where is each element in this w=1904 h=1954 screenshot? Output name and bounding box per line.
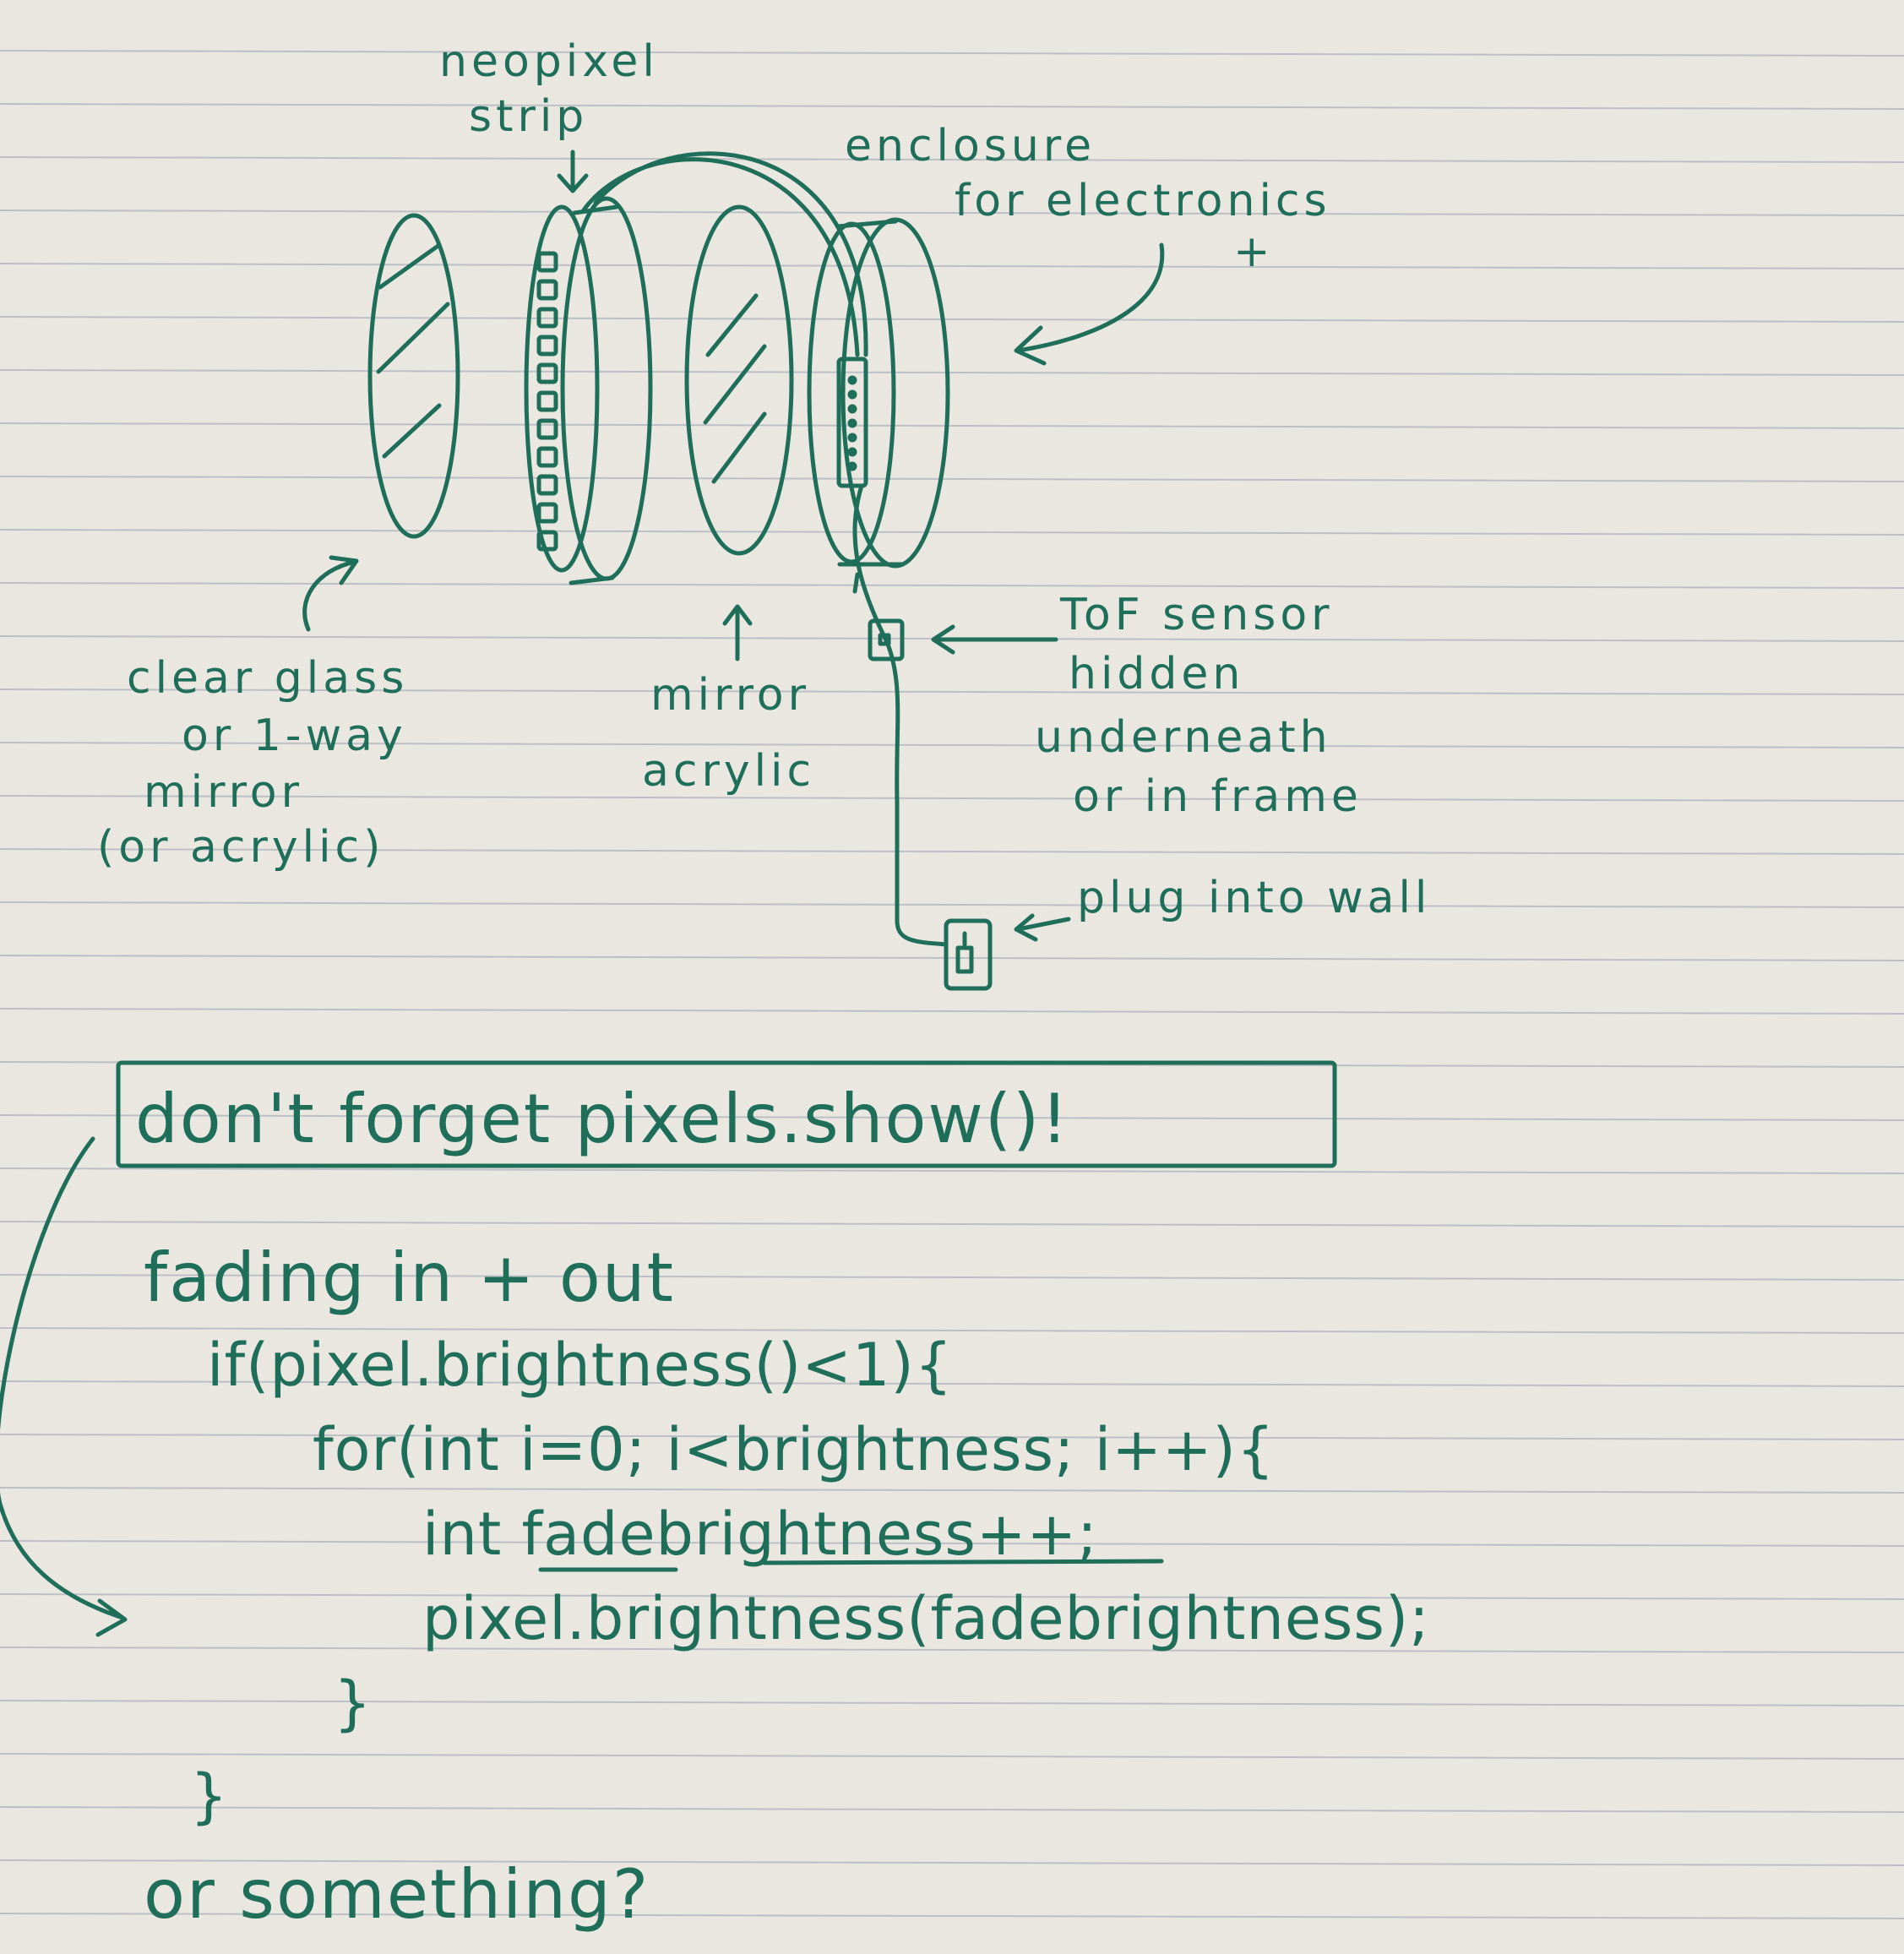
led-chip <box>536 530 558 552</box>
ruled-line <box>0 50 1904 57</box>
power-cable <box>852 483 949 947</box>
led-chip <box>536 362 558 384</box>
ruled-line <box>0 369 1904 376</box>
led-chip <box>536 502 558 524</box>
ruled-line <box>0 156 1904 163</box>
board-pins <box>847 375 857 471</box>
led-chip <box>536 446 558 468</box>
led-chip <box>536 474 558 496</box>
plus-sign: + <box>1233 226 1275 277</box>
led-chip <box>536 307 558 329</box>
reminder-link-arrow <box>0 1136 128 1637</box>
ruled-line <box>0 263 1904 269</box>
ruled-line <box>0 1540 1904 1547</box>
ruled-line <box>0 901 1904 908</box>
led-chip <box>536 418 558 440</box>
ruled-line <box>0 422 1904 429</box>
clear-glass-disk <box>367 213 460 539</box>
ruled-line <box>0 848 1904 855</box>
neopixel-ring <box>524 196 653 585</box>
ruled-line <box>0 795 1904 802</box>
code-line-close-outer: } <box>190 1761 229 1831</box>
code-line-int: int fadebrightness++; <box>422 1500 1098 1569</box>
ruled-line <box>0 1327 1904 1334</box>
code-line-close-inner: } <box>334 1668 373 1738</box>
tof-sensor <box>868 618 905 661</box>
clear-glass-pointer-arrow <box>302 555 359 632</box>
electronics-enclosure <box>807 217 950 594</box>
ruled-line <box>0 1434 1904 1440</box>
microcontroller-board <box>836 357 868 488</box>
ruled-line <box>0 1753 1904 1760</box>
ruled-line <box>0 103 1904 110</box>
ruled-line <box>0 316 1904 323</box>
neopixel-strip-label: neopixel strip <box>439 36 677 142</box>
reminder-box <box>116 1060 1337 1168</box>
ruled-line <box>0 582 1904 589</box>
code-line-if: if(pixel.brightness()<1){ <box>207 1331 953 1400</box>
board-pin <box>847 404 857 414</box>
fading-heading: fading in + out <box>144 1238 675 1317</box>
led-chip <box>536 279 558 301</box>
ruled-line <box>0 1700 1904 1706</box>
reminder-text: don't forget pixels.show()! <box>135 1080 1069 1158</box>
ruled-line <box>0 1274 1904 1281</box>
ruled-line <box>0 1859 1904 1866</box>
board-pin <box>847 461 857 471</box>
ruled-line <box>0 689 1904 695</box>
board-pin <box>847 375 857 385</box>
ruled-line <box>0 210 1904 216</box>
code-line-for: for(int i=0; i<brightness; i++){ <box>313 1415 1275 1484</box>
ruled-line <box>0 1593 1904 1600</box>
neopixel-pointer-arrow <box>557 150 589 193</box>
ruled-lines <box>0 50 1904 1919</box>
ruled-line <box>0 1008 1904 1015</box>
tof-sensor-label: ToF sensor hidden underneath or in frame <box>1035 590 1363 822</box>
ruled-line <box>0 1646 1904 1653</box>
tof-pointer-arrow <box>931 624 1058 655</box>
ruled-line <box>0 1380 1904 1387</box>
closing-question: or something? <box>144 1855 650 1934</box>
ruled-line <box>0 955 1904 961</box>
ruled-line <box>0 1913 1904 1919</box>
ruled-line <box>0 1487 1904 1494</box>
ruled-line <box>0 1221 1904 1227</box>
ruled-line <box>0 476 1904 482</box>
neopixel-led-chips <box>536 251 558 552</box>
clear-glass-label: clear glass or 1-way mirror (or acrylic) <box>97 653 427 873</box>
board-pin <box>847 418 857 428</box>
mirror-pointer-arrow <box>722 604 753 661</box>
board-pin <box>847 447 857 457</box>
ruled-line <box>0 529 1904 536</box>
plug-label: plug into wall <box>1077 873 1431 923</box>
plug-pointer-arrow <box>1014 913 1071 942</box>
ruled-line <box>0 742 1904 748</box>
enclosure-label: enclosure for electronics <box>845 121 1331 226</box>
code-line-brightness: pixel.brightness(fadebrightness); <box>422 1584 1430 1653</box>
ruled-line <box>0 1114 1904 1121</box>
board-pin <box>847 389 857 400</box>
ruled-line <box>0 1806 1904 1813</box>
led-chip <box>536 335 558 357</box>
mirror-acrylic-disk <box>684 204 794 556</box>
mirror-acrylic-label: mirror acrylic <box>642 670 829 797</box>
enclosure-pointer-arrow <box>1014 242 1165 366</box>
strip-to-enclosure-wires <box>580 151 868 357</box>
ruled-line <box>0 1168 1904 1174</box>
brightness-underline <box>762 1559 1164 1565</box>
led-chip <box>536 390 558 412</box>
board-pin <box>847 433 857 443</box>
led-chip <box>536 251 558 273</box>
wall-plug <box>944 918 993 991</box>
